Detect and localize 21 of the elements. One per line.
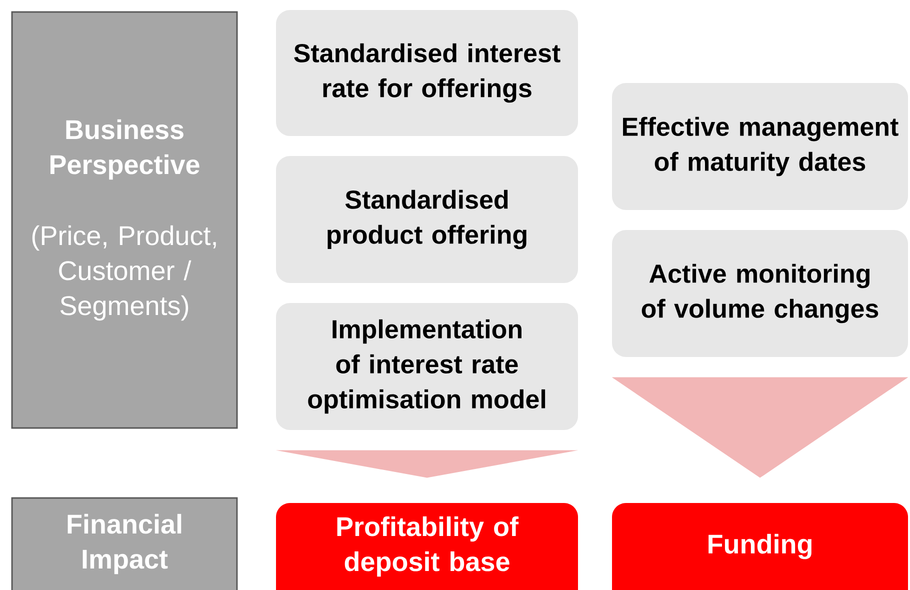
measure-box (276, 10, 578, 136)
node-label: Active monitoring of volume changes (642, 264, 878, 324)
node-label: Effective management of maturity dates (623, 116, 898, 176)
category-box (11, 497, 238, 590)
node-label: Profitability of deposit base (337, 516, 519, 577)
measure-box (276, 156, 578, 283)
chevron-arrow (276, 450, 578, 478)
node-label: Financial Impact (68, 514, 182, 574)
node-label: Standardised interest rate for offerings (294, 43, 560, 103)
category-box (11, 11, 238, 429)
measure-box (276, 303, 578, 430)
impact-box (612, 503, 908, 590)
impact-box (276, 503, 578, 590)
node-label: Implementation of interest rate optimisation model (308, 319, 546, 414)
chevron-arrow (612, 377, 908, 478)
node-label: Standardised product offering (328, 190, 526, 250)
measure-box (612, 83, 908, 210)
node-label: Business Perspective (50, 119, 200, 180)
measure-box (612, 230, 908, 357)
node-label: Funding (708, 534, 812, 560)
node-label: (Price, Product, Customer / Segments) (32, 225, 216, 321)
